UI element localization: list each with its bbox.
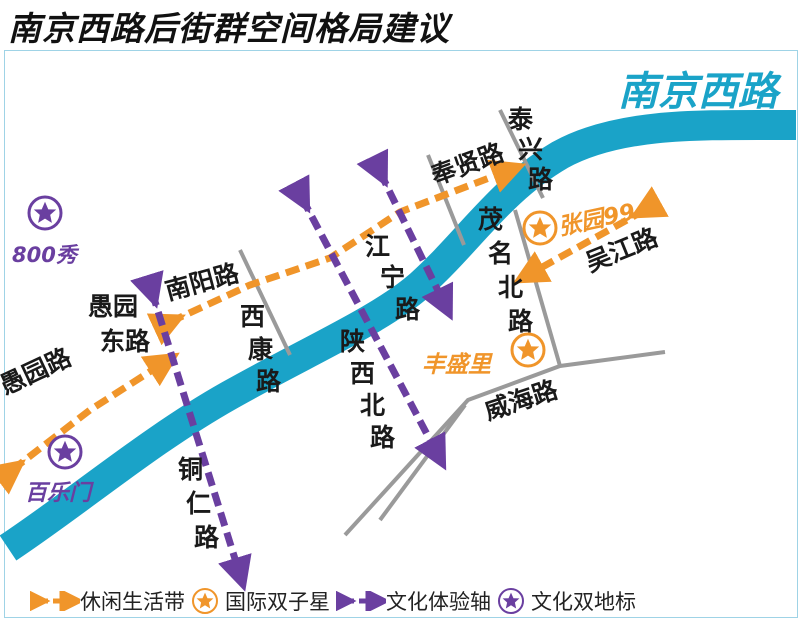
- map-title: 南京西路后街群空间格局建议: [8, 9, 450, 48]
- legend-label: 休闲生活带: [80, 590, 185, 614]
- purple-star-icon: [27, 195, 63, 231]
- legend-label: 文化体验轴: [386, 590, 491, 614]
- purple-dashed-double-arrow-icon: [336, 591, 386, 611]
- legend-label: 国际双子星: [225, 590, 330, 614]
- svg-text:南阳路: 南阳路: [162, 258, 243, 306]
- svg-text:铜: 铜: [178, 455, 203, 484]
- svg-text:丰盛里: 丰盛里: [422, 352, 493, 378]
- orange-star-icon: [522, 210, 558, 246]
- orange-star-icon: [192, 588, 218, 614]
- orange-dashed-double-arrow-icon: [30, 591, 80, 611]
- svg-text:北: 北: [498, 273, 523, 302]
- svg-text:仁: 仁: [186, 489, 211, 518]
- svg-text:泰: 泰: [508, 105, 534, 134]
- orange-star-icon: [510, 332, 546, 368]
- svg-text:路: 路: [194, 523, 220, 552]
- svg-text:愚园路: 愚园路: [0, 342, 76, 400]
- svg-text:兴: 兴: [518, 135, 543, 164]
- svg-text:西: 西: [350, 359, 375, 388]
- purple-star-icon: [498, 588, 524, 614]
- culture-axis-arrows: [130, 148, 454, 592]
- svg-text:路: 路: [528, 165, 554, 194]
- svg-text:路: 路: [256, 367, 282, 396]
- svg-text:800秀: 800秀: [12, 243, 80, 267]
- svg-text:江: 江: [365, 232, 390, 261]
- svg-text:路: 路: [508, 307, 534, 336]
- svg-text:茂: 茂: [478, 205, 503, 234]
- svg-text:宁: 宁: [380, 263, 405, 292]
- svg-text:奉贤路: 奉贤路: [426, 137, 508, 191]
- svg-text:路: 路: [395, 295, 421, 324]
- map-legend: 休闲生活带 国际双子星 文化体验轴 文化双地标: [30, 586, 642, 616]
- main-road-label: 南京西路: [618, 69, 782, 115]
- svg-text:北: 北: [360, 391, 385, 420]
- svg-text:康: 康: [248, 335, 274, 364]
- svg-text:百乐门: 百乐门: [25, 480, 94, 506]
- legend-label: 文化双地标: [531, 590, 636, 614]
- svg-text:名: 名: [488, 239, 513, 268]
- purple-star-icon: [47, 434, 83, 470]
- svg-text:陕: 陕: [340, 327, 365, 356]
- landmark-stars: [27, 195, 558, 470]
- svg-text:西: 西: [240, 302, 265, 331]
- svg-text:路: 路: [370, 423, 396, 452]
- svg-text:东路: 东路: [100, 327, 151, 356]
- svg-text:愚园: 愚园: [88, 292, 138, 321]
